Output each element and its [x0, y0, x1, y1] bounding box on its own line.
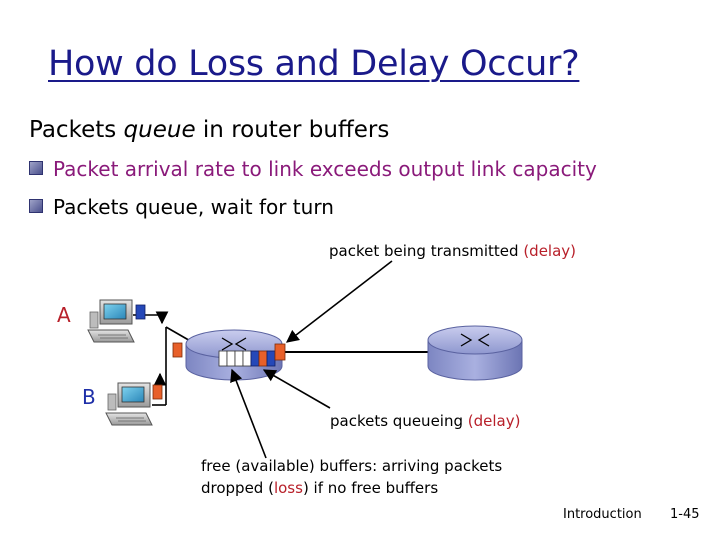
arrow-free-buffers: [230, 368, 267, 459]
bullet-item-1: Packet arrival rate to link exceeds outp…: [29, 157, 597, 181]
host-b-label: B: [82, 385, 96, 409]
page-title: How do Loss and Delay Occur?: [48, 44, 580, 84]
label-packets-queueing: packets queueing (delay): [330, 412, 520, 430]
label-queue-delay: (delay): [467, 412, 521, 430]
label-free-buffers-line-1: free (available) buffers: arriving packe…: [201, 457, 503, 475]
bullet-text-2: Packets queue, wait for turn: [53, 195, 334, 219]
subheading-suffix: in router buffers: [195, 117, 390, 143]
label-free-post: ) if no free buffers: [302, 479, 439, 497]
square-bullet-icon: [29, 199, 43, 213]
subheading: Packets queue in router buffers: [29, 117, 389, 143]
label-free-pre: dropped (: [201, 479, 274, 497]
arrow-transmitting: [285, 260, 393, 343]
packet-from-b: [152, 384, 163, 400]
subheading-emphasis: queue: [123, 117, 196, 143]
footer-section: Introduction: [563, 507, 642, 522]
packet-arriving: [172, 342, 183, 358]
subheading-prefix: Packets: [29, 117, 124, 143]
label-free-buffers-line-2: dropped (loss) if no free buffers: [201, 479, 438, 497]
bullet-item-2: Packets queue, wait for turn: [29, 195, 334, 219]
arrow-queueing: [262, 369, 331, 409]
label-transmit-delay: (delay): [523, 242, 577, 260]
square-bullet-icon: [29, 161, 43, 175]
host-a-label: A: [57, 303, 71, 327]
footer-page-number: 1-45: [670, 507, 700, 522]
host-a-computer-icon: [87, 299, 135, 343]
label-loss: loss: [273, 479, 303, 497]
host-b-computer-icon: [105, 382, 153, 426]
label-packet-transmitted: packet being transmitted (delay): [329, 242, 576, 260]
bullet-text-1: Packet arrival rate to link exceeds outp…: [53, 157, 597, 181]
router-2-icon: [427, 325, 523, 381]
packet-transmitting: [274, 343, 286, 361]
output-buffer: [218, 350, 276, 367]
packet-from-a: [135, 304, 146, 320]
label-transmit-text: packet being transmitted: [329, 242, 524, 260]
label-queue-text: packets queueing: [330, 412, 468, 430]
